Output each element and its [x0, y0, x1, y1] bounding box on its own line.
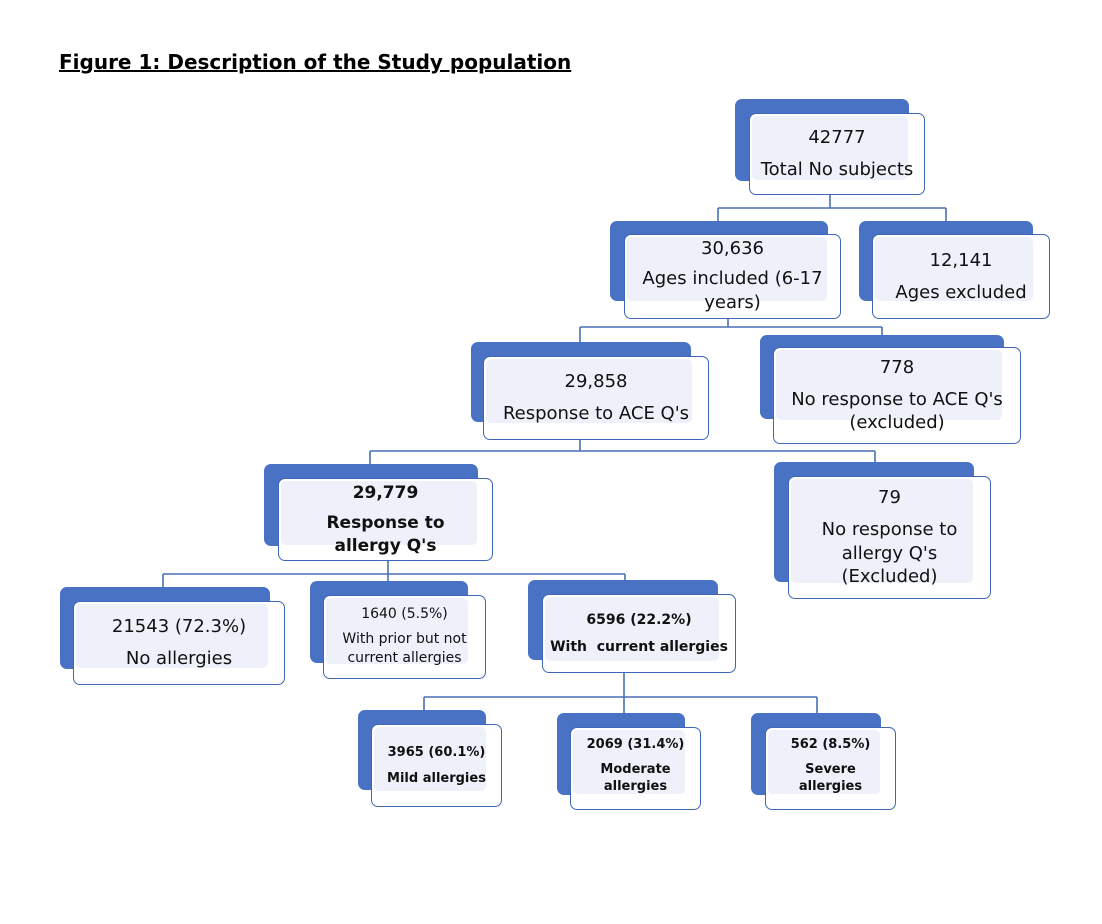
node-ace-response-value: 29,858	[564, 371, 628, 393]
node-ace-response-label: Response to ACE Q's	[502, 403, 690, 424]
node-moderate-value: 2069 (31.4%)	[586, 737, 685, 752]
node-allergy-no-response-label: No response to allergy Q's (Excluded)	[821, 518, 958, 588]
node-ages-included-label: Ages included (6-17 years)	[642, 267, 823, 313]
connector-allergy	[162, 561, 626, 587]
figure-title: Figure 1: Description of the Study popul…	[59, 50, 572, 74]
connector-current	[423, 672, 818, 713]
node-mild-label: Mild allergies	[387, 770, 486, 786]
node-current-allergies-value: 6596 (22.2%)	[586, 612, 692, 629]
node-allergy-response-value: 29,779	[352, 482, 419, 503]
node-prior-allergies-value: 1640 (5.5%)	[361, 606, 448, 623]
node-allergy-response-label: Response to allergy Q's	[326, 513, 445, 556]
node-mild-value: 3965 (60.1%)	[387, 745, 486, 761]
node-total-label: Total No subjects	[760, 159, 914, 180]
node-ace-no-response-value: 778	[879, 356, 915, 378]
node-total-value: 42777	[808, 127, 866, 149]
node-ages-included-value: 30,636	[701, 238, 764, 259]
node-severe-value: 562 (8.5%)	[790, 737, 871, 752]
connector-ages	[579, 318, 883, 342]
node-ages-excluded-value: 12,141	[929, 249, 993, 271]
node-allergy-no-response-value: 79	[878, 487, 901, 508]
node-ages-excluded-label: Ages excluded	[895, 281, 1027, 303]
node-ace-no-response-label: No response to ACE Q's (excluded)	[791, 388, 1003, 434]
node-no-allergies-value: 21543 (72.3%)	[111, 616, 247, 638]
node-no-allergies-label: No allergies	[125, 648, 233, 669]
node-current-allergies-label: With current allergies	[550, 638, 728, 655]
node-prior-allergies-label: With prior but not current allergies	[342, 630, 467, 667]
connector-ace	[369, 440, 876, 464]
node-severe-label: Severe allergies	[798, 762, 863, 795]
node-moderate-label: Moderate allergies	[600, 762, 671, 795]
connector-total	[717, 194, 947, 221]
